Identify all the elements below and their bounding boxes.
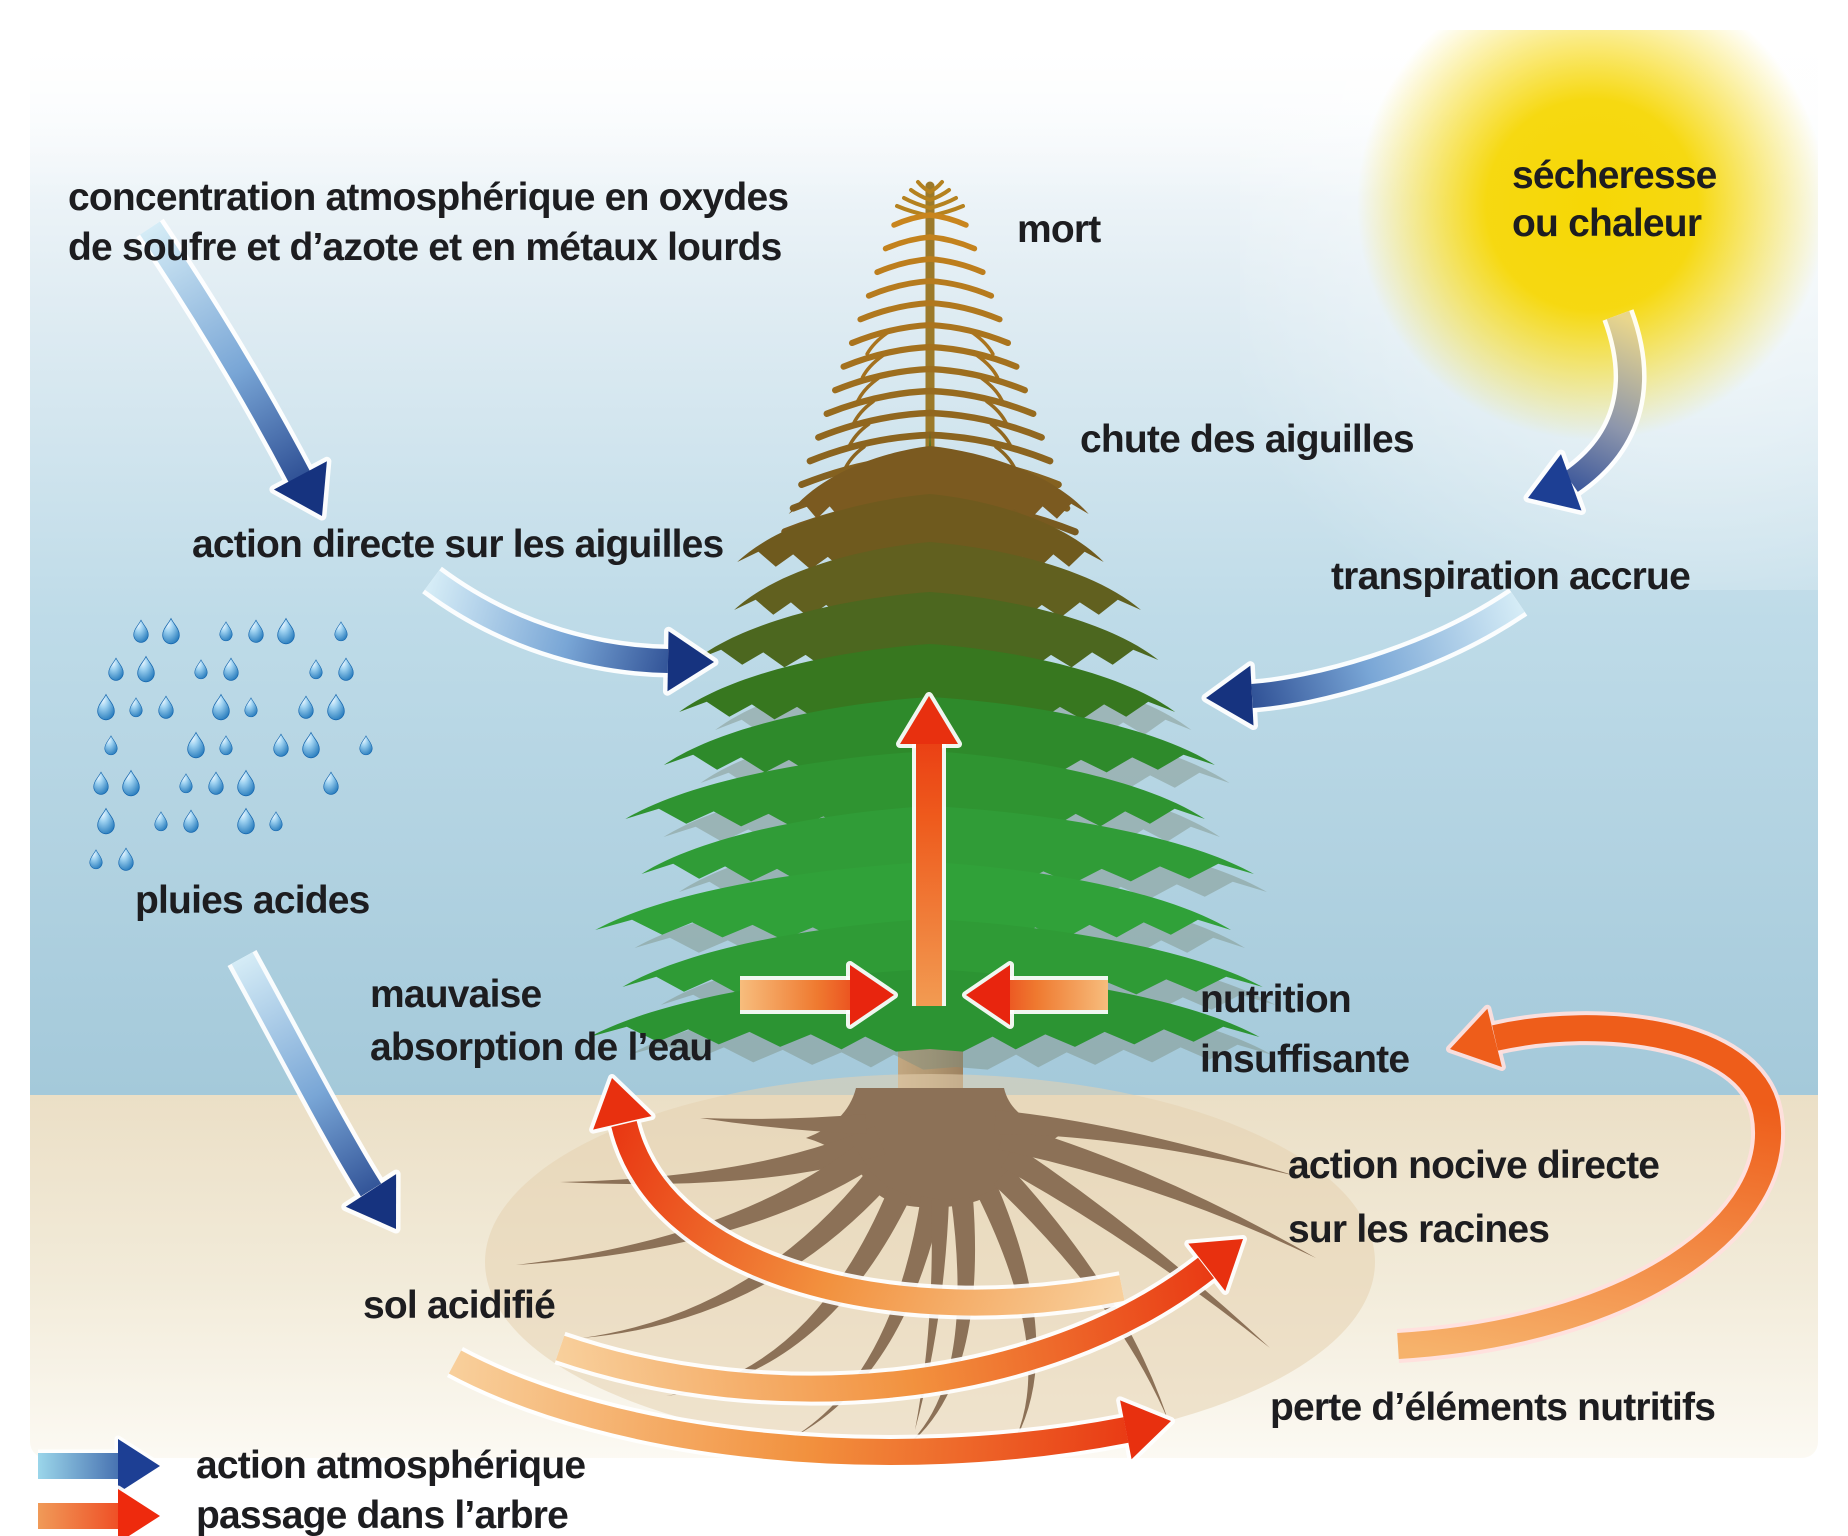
label-perte-elements: perte d’éléments nutritifs: [1270, 1386, 1715, 1429]
legend-arrow-passage: [38, 1485, 164, 1536]
arrow-sap-up-trunk: [896, 692, 962, 1006]
arrow-perte-nutritifs: [446, 1347, 1175, 1469]
label-pluies-acides: pluies acides: [135, 879, 370, 922]
label-mauvaise-line1: mauvaise: [370, 973, 541, 1016]
label-mort: mort: [1017, 208, 1101, 251]
scene-artwork: [30, 30, 1818, 1536]
sun: [1357, 30, 1818, 440]
arrow-nutrition-loop: [1396, 1004, 1785, 1363]
label-action-directe: action directe sur les aiguilles: [192, 523, 724, 566]
label-mauvaise-line2: absorption de l’eau: [370, 1026, 712, 1069]
arrow-into-trunk-right: [962, 961, 1108, 1029]
arrow-rain-to-soil: [227, 950, 401, 1234]
foliage: [589, 446, 1276, 1070]
label-nutrition-line1: nutrition: [1200, 978, 1351, 1021]
label-concentration-line1: concentration atmosphérique en oxydes: [68, 176, 788, 219]
arrow-sun-down: [1523, 309, 1647, 515]
arrows: [38, 218, 1785, 1536]
label-nutrition-line2: insuffisante: [1200, 1038, 1409, 1081]
arrow-mauvaise-absorption: [589, 1074, 1126, 1320]
label-sol-acidifie: sol acidifié: [363, 1284, 555, 1327]
acid-rain-cloud: [89, 617, 373, 871]
arrow-action-nocive: [554, 1235, 1247, 1406]
legend-arrow-atmospheric: [38, 1435, 164, 1497]
label-secheresse-line1: sécheresse: [1512, 154, 1717, 197]
legend-label-passage-arbre: passage dans l’arbre: [196, 1494, 568, 1536]
arrow-transpiration-to-tree: [1201, 588, 1528, 731]
text-layer: concentration atmosphérique en oxydes de…: [68, 154, 1717, 1536]
arrow-action-directe-to-tree: [422, 566, 719, 696]
root-system: [485, 1074, 1375, 1450]
label-action-nocive-line2: sur les racines: [1288, 1208, 1549, 1251]
arrow-concentration-to-needles: [136, 218, 332, 521]
label-secheresse-line2: ou chaleur: [1512, 202, 1702, 245]
label-action-nocive-line1: action nocive directe: [1288, 1144, 1659, 1187]
arrow-into-trunk-left: [740, 961, 898, 1029]
label-transpiration-accrue: transpiration accrue: [1331, 555, 1690, 598]
legend-label-action-atmospherique: action atmosphérique: [196, 1444, 585, 1487]
label-chute-des-aiguilles: chute des aiguilles: [1080, 418, 1414, 461]
label-concentration-line2: de soufre et d’azote et en métaux lourds: [68, 226, 782, 269]
